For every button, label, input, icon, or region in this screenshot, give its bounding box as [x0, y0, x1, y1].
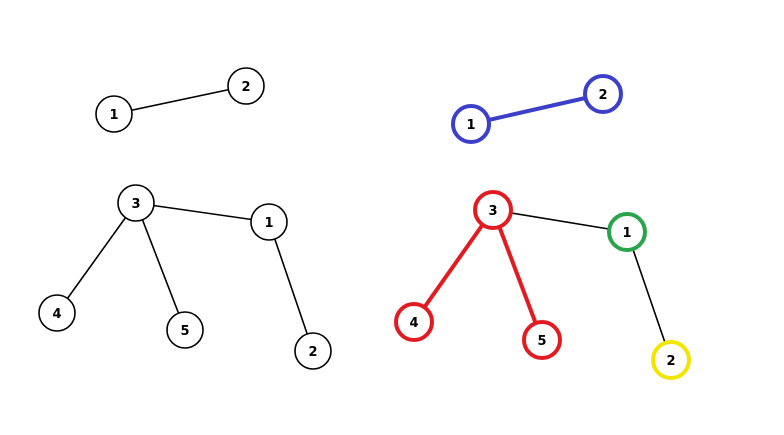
node-circle — [522, 320, 562, 360]
node-label: 5 — [180, 324, 189, 339]
edge-bottom-right-n3-n1 — [492, 209, 628, 233]
edges-layer — [56, 85, 672, 361]
node-bottom-left-n1: 1 — [250, 203, 288, 241]
node-circle — [473, 190, 513, 230]
node-label: 4 — [409, 316, 418, 331]
node-circle — [651, 340, 691, 380]
node-label: 1 — [109, 108, 118, 123]
node-circle — [38, 294, 76, 332]
node-circle — [250, 203, 288, 241]
node-label: 4 — [52, 307, 61, 322]
node-label: 2 — [308, 345, 317, 360]
edge-top-left-n1-n2 — [113, 85, 247, 115]
edge-bottom-left-n3-n4 — [56, 202, 137, 314]
node-bottom-right-n5: 5 — [522, 320, 562, 360]
node-circle — [227, 67, 265, 105]
node-label: 2 — [241, 80, 250, 95]
node-top-left-n1: 1 — [95, 95, 133, 133]
node-label: 1 — [264, 216, 273, 231]
node-bottom-left-n5: 5 — [166, 311, 204, 349]
node-label: 5 — [537, 334, 546, 349]
node-circle — [117, 184, 155, 222]
node-top-left-n2: 2 — [227, 67, 265, 105]
node-label: 3 — [131, 197, 140, 212]
edge-bottom-left-n1-n2 — [268, 221, 314, 352]
node-circle — [451, 104, 491, 144]
edge-bottom-left-n3-n5 — [135, 202, 186, 331]
node-circle — [95, 95, 133, 133]
node-label: 1 — [622, 226, 631, 241]
node-bottom-right-n3: 3 — [473, 190, 513, 230]
node-bottom-left-n2: 2 — [294, 332, 332, 370]
node-bottom-right-n4: 4 — [394, 302, 434, 342]
node-circle — [394, 302, 434, 342]
node-circle — [607, 212, 647, 252]
node-bottom-right-n2: 2 — [651, 340, 691, 380]
node-top-right-n2: 2 — [583, 74, 623, 114]
node-bottom-left-n3: 3 — [117, 184, 155, 222]
nodes-layer: 1 2 1 2 3 1 4 5 2 3 1 4 5 2 — [38, 67, 691, 380]
node-label: 2 — [666, 354, 675, 369]
node-bottom-right-n1: 1 — [607, 212, 647, 252]
node-label: 3 — [488, 204, 497, 219]
node-circle — [583, 74, 623, 114]
node-label: 2 — [598, 88, 607, 103]
edge-bottom-right-n3-n5 — [491, 208, 544, 342]
node-top-right-n1: 1 — [451, 104, 491, 144]
edge-bottom-right-n3-n4 — [412, 208, 495, 324]
edge-bottom-right-n1-n2 — [626, 231, 672, 361]
node-circle — [166, 311, 204, 349]
edge-bottom-left-n3-n1 — [135, 202, 270, 223]
node-label: 1 — [466, 118, 475, 133]
edge-top-right-n1-n2 — [469, 92, 605, 126]
node-bottom-left-n4: 4 — [38, 294, 76, 332]
node-circle — [294, 332, 332, 370]
